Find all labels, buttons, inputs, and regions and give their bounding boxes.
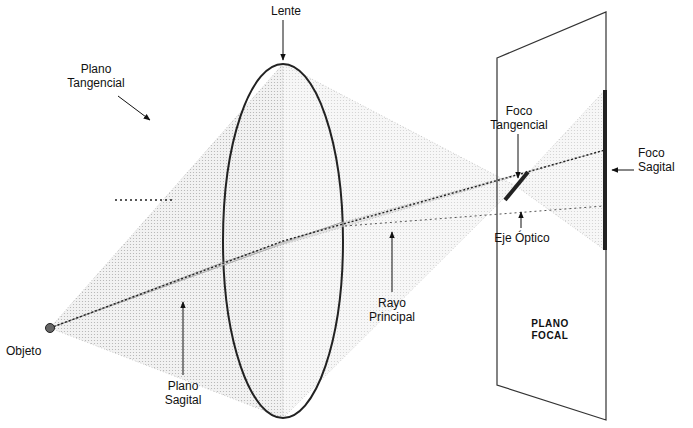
leader-line	[118, 96, 150, 120]
focal-plane: PLANO FOCAL	[496, 10, 608, 422]
leader-line	[612, 170, 634, 171]
plane-title: PLANO FOCAL	[522, 318, 578, 342]
tangential-beam	[283, 64, 516, 418]
object-label: Objeto	[6, 344, 58, 358]
leader-line	[183, 302, 184, 375]
plane-label: Plano Sagital	[150, 379, 216, 407]
part-label: Lente	[266, 4, 306, 18]
plane-outline	[497, 12, 606, 420]
focus-label: Foco Tangencial	[484, 104, 554, 132]
leader-line	[392, 232, 393, 292]
sagittal-focus	[603, 90, 607, 250]
leader-line	[283, 20, 284, 60]
plane-outline	[496, 10, 608, 422]
plane-label: Plano Tangencial	[60, 62, 132, 90]
ray-label: Rayo Principal	[360, 296, 424, 324]
axis-label: Eje Óptico	[494, 231, 550, 245]
focus-label: Foco Sagital	[638, 146, 690, 174]
optical-axis	[115, 199, 172, 200]
object-point	[46, 324, 55, 333]
tangential-plane	[50, 64, 283, 418]
